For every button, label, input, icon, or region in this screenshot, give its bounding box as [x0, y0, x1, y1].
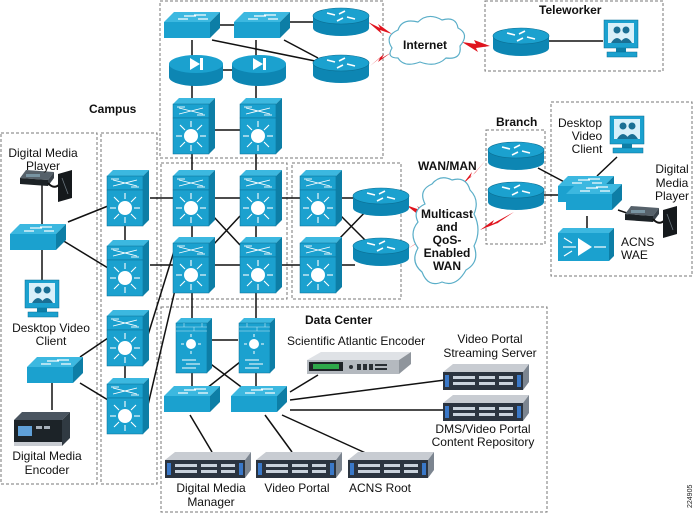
wan-router-1 [352, 187, 410, 217]
campus-distribution-switch-1 [106, 169, 150, 227]
dms-repo-label-2: Content Repository [432, 435, 535, 449]
zone-data-center [160, 306, 548, 513]
branch-switch-2 [565, 183, 623, 211]
zone-label-branch: Branch [496, 115, 537, 129]
campus-encoder-label-1: Digital Media [12, 449, 82, 463]
dc-firewall-switch-2 [238, 317, 276, 374]
acns-root-label: ACNS Root [349, 481, 412, 495]
campus-desktop-label-2: Client [36, 334, 67, 348]
edge-switch-2 [233, 11, 291, 39]
zone-campus-access [0, 132, 98, 485]
wan-edge-switch-1 [299, 169, 343, 227]
branch-player-label-2: Media [656, 176, 689, 190]
branch-player-label-3: Player [655, 189, 689, 203]
zone-campus-core [160, 162, 288, 300]
wan-label-line-1: Multicast [421, 207, 473, 221]
branch-player-label-1: Digital [655, 162, 688, 176]
campus-distribution-switch-4 [106, 377, 150, 435]
branch-router-1 [487, 141, 545, 171]
zone-label-wan-man: WAN/MAN [418, 159, 477, 173]
vp-streaming-label-2: Streaming Server [443, 346, 536, 360]
edge-l3-switch-2 [239, 97, 283, 155]
video-portal-label: Video Portal [264, 481, 329, 495]
campus-digital-media-encoder [14, 412, 70, 446]
teleworker-router [492, 27, 550, 57]
video-portal-server [256, 452, 342, 478]
branch-desktop-label-3: Client [572, 142, 603, 156]
core-switch-3 [172, 236, 216, 294]
core-switch-4 [239, 236, 283, 294]
core-switch-2 [239, 169, 283, 227]
branch-desktop-label-2: Video [572, 129, 603, 143]
zone-label-campus: Campus [89, 102, 137, 116]
dmm-label-2: Manager [187, 495, 234, 509]
branch-desktop-label-1: Desktop [558, 116, 602, 130]
zone-label-teleworker: Teleworker [539, 3, 602, 17]
zone-teleworker [484, 0, 664, 72]
dc-access-switch-2 [230, 385, 288, 413]
wan-label-line-2: and [436, 220, 457, 234]
acns-wae-label-2: WAE [621, 248, 648, 262]
core-switch-1 [172, 169, 216, 227]
dc-firewall-switch-1 [175, 317, 213, 374]
wan-label-line-3: QoS- [433, 233, 462, 247]
wan-label-line-4: Enabled [424, 246, 471, 260]
internet-cloud: Internet [388, 15, 466, 65]
branch-digital-media-player [624, 205, 678, 239]
campus-desktop-label-1: Desktop Video [12, 321, 90, 335]
acns-root-server [348, 452, 434, 478]
internet-router-1 [312, 7, 370, 37]
zone-branch [485, 129, 546, 245]
wan-label-line-5: WAN [433, 259, 461, 273]
branch-router-2 [487, 181, 545, 211]
vp-streaming-label-1: Video Portal [457, 332, 522, 346]
video-portal-streaming-server [443, 364, 529, 390]
load-balancer-1 [169, 55, 223, 86]
internet-router-2 [312, 54, 370, 84]
edge-switch-1 [163, 11, 221, 39]
campus-desktop-video-client [24, 279, 60, 318]
campus-access-switch-2 [26, 356, 84, 384]
campus-distribution-switch-2 [106, 239, 150, 297]
dms-content-repository [443, 395, 529, 421]
campus-digital-media-player [19, 169, 73, 203]
campus-access-switch-1 [9, 223, 67, 251]
teleworker-video-client [603, 19, 639, 58]
campus-player-label-2: Player [26, 159, 60, 173]
load-balancer-2 [232, 55, 286, 86]
branch-desktop-video-client [609, 115, 645, 154]
dmm-label-1: Digital Media [176, 481, 246, 495]
acns-wae-label-1: ACNS [621, 235, 654, 249]
campus-player-label-1: Digital Media [8, 146, 78, 160]
internet-label: Internet [403, 38, 447, 52]
sa-encoder-label: Scientific Atlantic Encoder [287, 334, 425, 348]
zone-internet-edge [159, 0, 384, 159]
digital-media-manager-server [165, 452, 251, 478]
zone-wan-edge [291, 162, 402, 300]
acns-wae-appliance [557, 227, 615, 262]
wan-edge-switch-2 [299, 236, 343, 294]
zone-label-data-center: Data Center [305, 313, 373, 327]
campus-encoder-label-2: Encoder [25, 463, 70, 477]
campus-distribution-switch-3 [106, 309, 150, 367]
figure-id: 224905 [687, 485, 694, 508]
zone-branch-lan [550, 101, 693, 277]
edge-l3-switch-1 [172, 97, 216, 155]
dc-access-switch-1 [163, 385, 221, 413]
dms-repo-label-1: DMS/Video Portal [435, 422, 530, 436]
wan-cloud: Multicast and QoS- Enabled WAN [412, 177, 479, 285]
wan-router-2 [352, 237, 410, 267]
scientific-atlantic-encoder [307, 352, 411, 374]
